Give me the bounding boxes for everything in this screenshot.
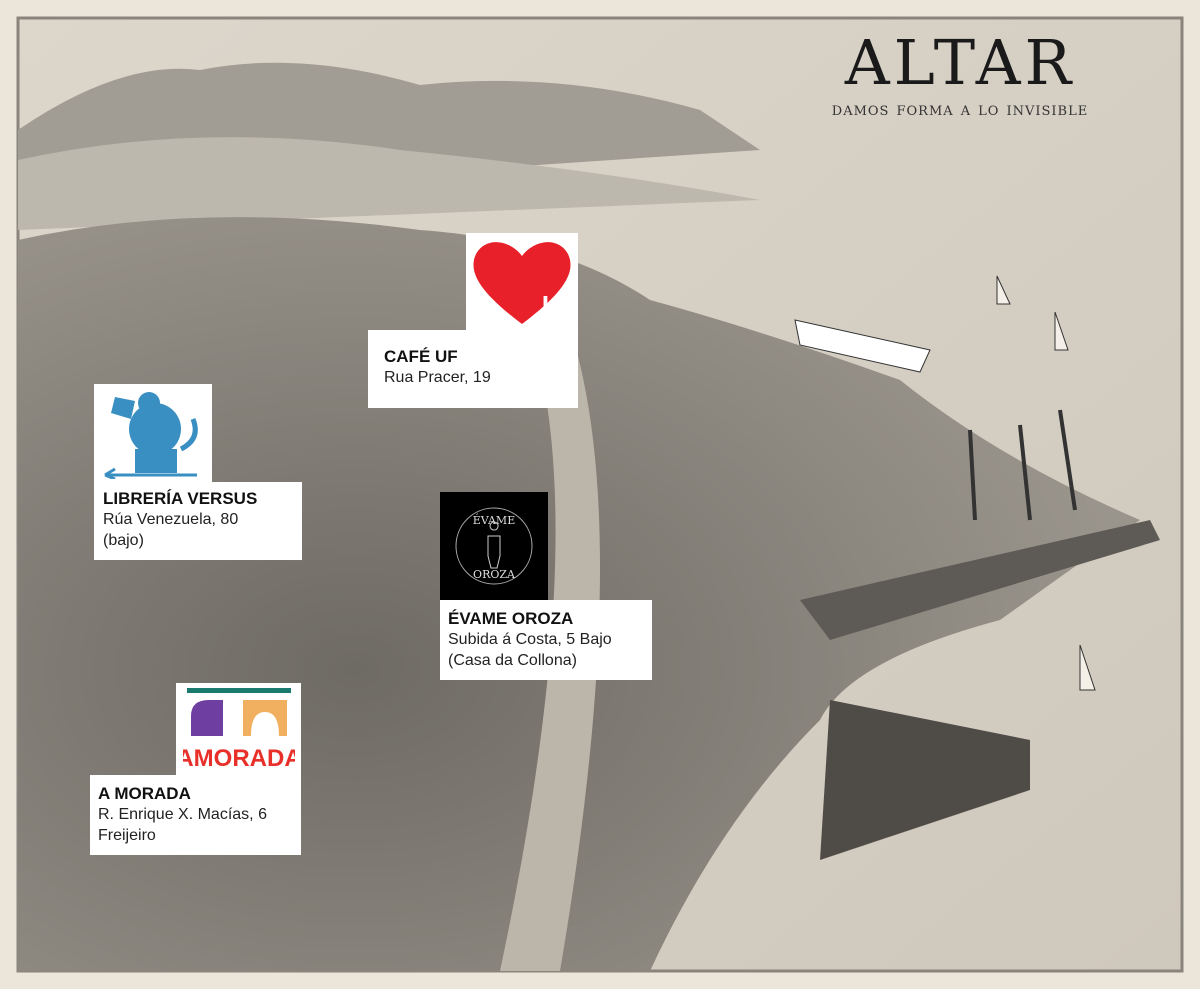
svg-text:ÉVAME: ÉVAME	[473, 513, 515, 527]
libreria-versus-monkey-logo	[94, 384, 212, 484]
location-address: (Casa da Collona)	[448, 652, 577, 669]
location-label-libreria-versus: LIBRERÍA VERSUS Rúa Venezuela, 80 (bajo)	[94, 482, 302, 560]
location-name: LIBRERÍA VERSUS	[103, 489, 258, 508]
evame-oroza-logo: ÉVAME OROZA	[440, 492, 548, 600]
cafe-uf-logo: UF	[466, 233, 578, 331]
location-address: Rúa Venezuela, 80	[103, 511, 239, 528]
ship	[794, 319, 931, 373]
svg-text:OROZA: OROZA	[473, 568, 516, 581]
brand-title: ALTAR	[844, 26, 1076, 99]
location-name: CAFÉ UF	[384, 347, 458, 366]
location-address: Subida á Costa, 5 Bajo	[448, 631, 612, 648]
main-road	[500, 300, 600, 971]
harbor-pier	[800, 520, 1160, 640]
brand-tagline: damos forma a lo invisible	[831, 98, 1089, 120]
location-label-cafe-uf: CAFÉ UF Rua Pracer, 19	[368, 330, 578, 408]
location-label-evame-oroza: ÉVAME OROZA Subida á Costa, 5 Bajo (Casa…	[440, 600, 652, 680]
location-address: (bajo)	[103, 532, 144, 549]
location-name: ÉVAME OROZA	[448, 609, 574, 628]
location-label-a-morada: A MORADA R. Enrique X. Macías, 6 Freijei…	[90, 775, 301, 855]
location-address: Freijeiro	[98, 827, 156, 844]
altar-logo: ALTAR damos forma a lo invisible	[755, 28, 1165, 133]
location-address: Rua Pracer, 19	[384, 369, 491, 386]
svg-text:AMORADA: AMORADA	[183, 745, 295, 772]
amorada-logo: AMORADA	[176, 683, 301, 777]
location-address: R. Enrique X. Macías, 6	[98, 806, 267, 823]
cranes	[968, 409, 1077, 521]
sailboats	[996, 275, 1096, 691]
svg-text:UF: UF	[542, 290, 576, 320]
location-name: A MORADA	[98, 784, 191, 803]
